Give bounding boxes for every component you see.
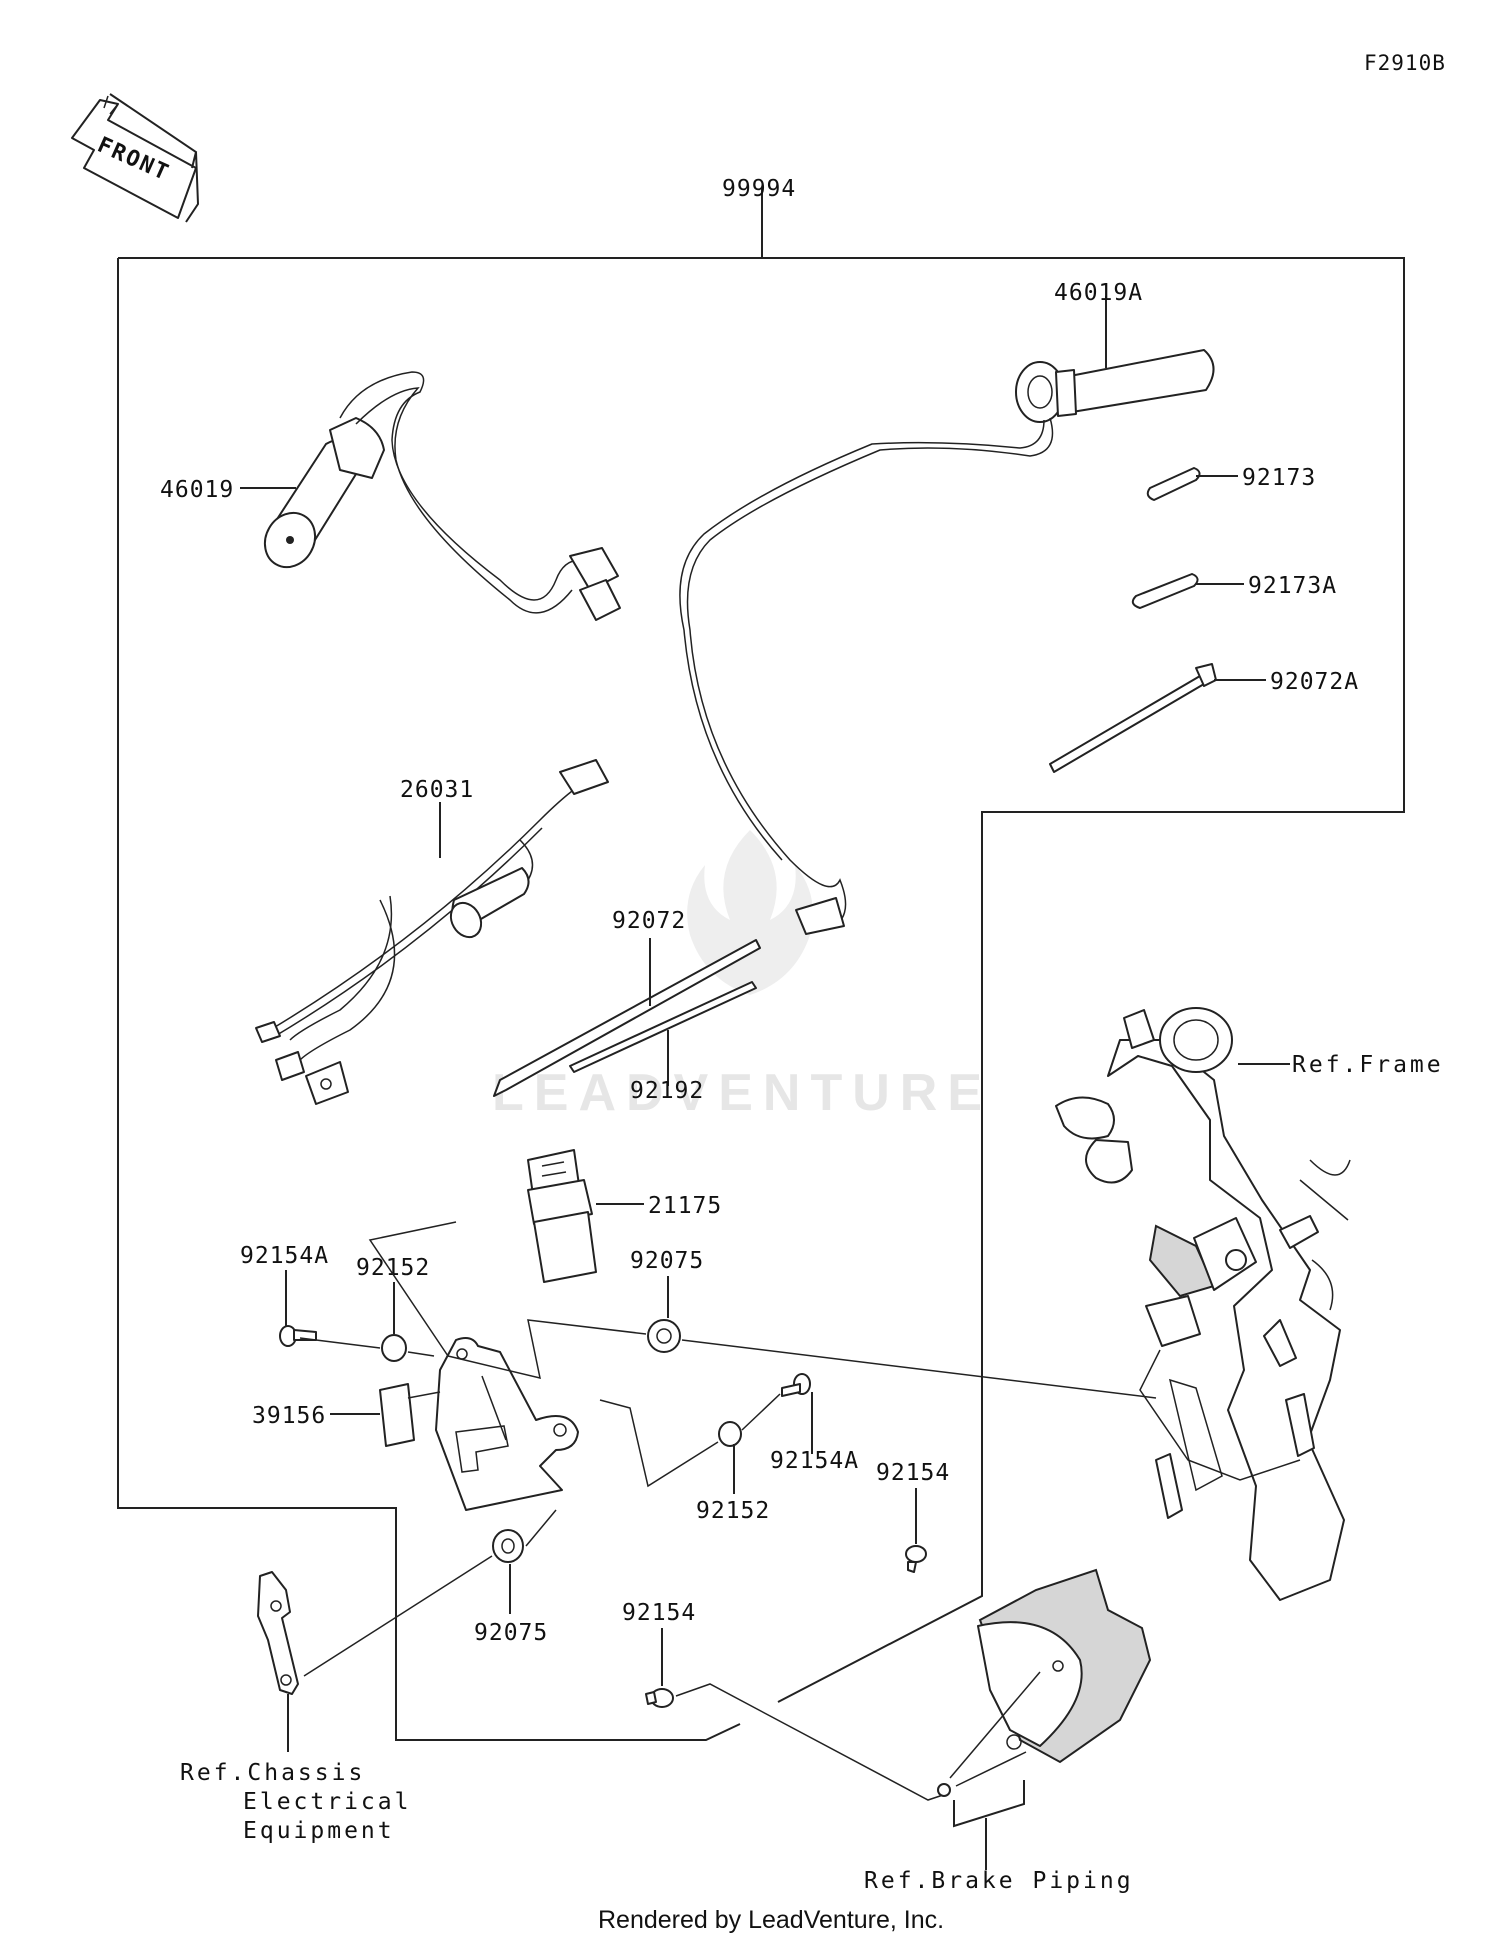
label-92075-top: 92075 — [630, 1248, 704, 1274]
grommet-92075-bottom — [492, 1529, 524, 1563]
right-grip-heater-46019A — [679, 349, 1215, 935]
label-21175: 21175 — [648, 1193, 722, 1219]
ref-chassis-label-2: Electrical — [243, 1789, 411, 1815]
front-arrow-icon: FRONT — [71, 93, 200, 223]
grommet-92075-top — [647, 1319, 681, 1353]
label-92154-right: 92154 — [876, 1460, 950, 1486]
pad-39156 — [379, 1383, 415, 1447]
bracket-92173 — [1146, 467, 1201, 501]
collar-92152-right — [718, 1421, 742, 1447]
label-92154A-right: 92154A — [770, 1448, 859, 1474]
label-39156: 39156 — [252, 1403, 326, 1429]
label-92075-bottom: 92075 — [474, 1620, 548, 1646]
label-92154-bottom: 92154 — [622, 1600, 696, 1626]
label-46019A: 46019A — [1054, 280, 1143, 306]
screw-92154-right — [905, 1545, 927, 1573]
tube-92192 — [569, 981, 757, 1073]
mounting-bracket — [435, 1337, 579, 1511]
ref-frame-label: Ref.Frame — [1292, 1052, 1444, 1078]
assembly-lines — [299, 1221, 1157, 1801]
figure-code: F2910B — [1364, 51, 1446, 75]
ref-brake-piping-label: Ref.Brake Piping — [864, 1868, 1134, 1894]
label-92152-left: 92152 — [356, 1255, 430, 1281]
harness-26031 — [255, 759, 609, 1105]
ref-chassis-label-3: Equipment — [243, 1818, 395, 1844]
ref-chassis-bracket-drawing — [257, 1571, 299, 1695]
band-92072 — [493, 939, 761, 1097]
bracket-92173A — [1131, 573, 1199, 609]
label-92173: 92173 — [1242, 465, 1316, 491]
watermark: LEADVENTURE — [492, 830, 992, 1122]
bolt-92154A-right — [781, 1373, 811, 1397]
label-92192: 92192 — [630, 1078, 704, 1104]
ref-frame-drawing — [1055, 1007, 1351, 1601]
ref-chassis-label-1: Ref.Chassis — [180, 1760, 365, 1786]
label-46019: 46019 — [160, 477, 234, 503]
label-92173A: 92173A — [1248, 573, 1337, 599]
label-99994: 99994 — [722, 176, 796, 202]
left-grip-heater-46019 — [263, 371, 621, 621]
screw-92154-bottom — [645, 1688, 674, 1708]
module-21175 — [527, 1149, 597, 1283]
label-26031: 26031 — [400, 777, 474, 803]
footer-credit: Rendered by LeadVenture, Inc. — [598, 1906, 944, 1934]
label-92072A: 92072A — [1270, 669, 1359, 695]
kit-boundary — [117, 188, 1405, 1741]
bolt-92154A-left — [279, 1325, 317, 1347]
ref-brake-piping-drawing — [937, 1568, 1152, 1828]
watermark-text: LEADVENTURE — [492, 1064, 992, 1122]
label-92072: 92072 — [612, 908, 686, 934]
collar-92152-left — [381, 1334, 407, 1362]
clamp-band-92072A — [1049, 663, 1217, 773]
label-92152-right: 92152 — [696, 1498, 770, 1524]
label-92154A-left: 92154A — [240, 1243, 329, 1269]
